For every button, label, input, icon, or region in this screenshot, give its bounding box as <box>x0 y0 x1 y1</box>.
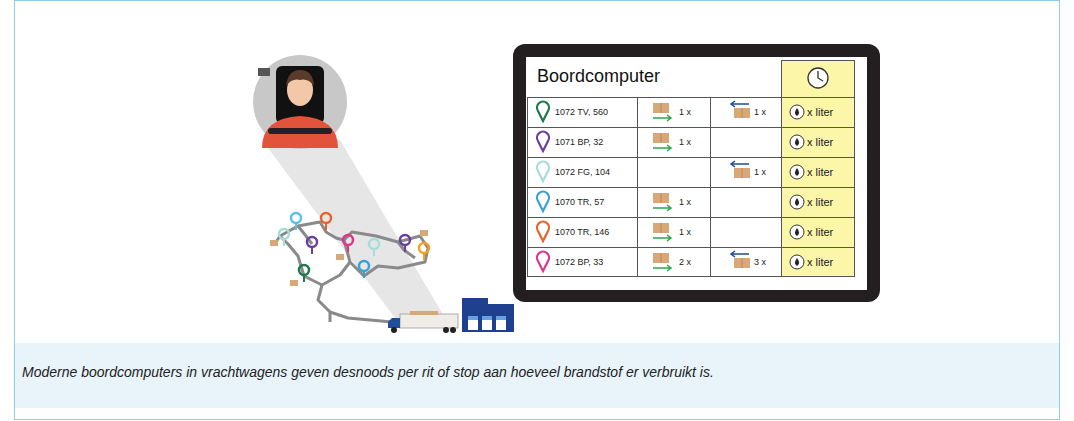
unload-box <box>653 193 669 203</box>
panel-title: Boordcomputer <box>537 66 660 87</box>
grid-line <box>527 127 855 128</box>
table-cell: x liter <box>807 136 833 148</box>
table-cell: x liter <box>807 256 833 268</box>
fuel-icon <box>790 135 804 149</box>
load-arrow <box>731 161 749 167</box>
fuel-drop <box>795 258 799 266</box>
table-cell: 1 x <box>679 137 691 147</box>
fuel-drop <box>795 228 799 236</box>
table-cell: x liter <box>807 196 833 208</box>
load-box <box>734 108 750 118</box>
location-pin <box>537 222 549 241</box>
load-box-seam <box>742 258 743 268</box>
unload-arrow <box>653 145 671 151</box>
fuel-drop <box>795 138 799 146</box>
table-cell: 1 x <box>754 167 766 177</box>
warehouse <box>462 298 514 332</box>
fuel-column <box>781 60 855 277</box>
load-arrow <box>731 251 749 257</box>
location-pin <box>537 162 549 181</box>
location-pin <box>537 102 549 121</box>
table-cell: 1070 TR, 57 <box>555 197 604 207</box>
unload-box <box>653 223 669 233</box>
table-cell: 1072 FG, 104 <box>555 167 610 177</box>
unload-box <box>653 133 669 143</box>
route-pins <box>279 200 429 282</box>
fuel-icon <box>790 165 804 179</box>
fuel-icon <box>790 105 804 119</box>
parcels <box>270 230 428 286</box>
table-cell: 1 x <box>679 197 691 207</box>
fuel-icon <box>790 225 804 239</box>
load-box-seam <box>742 168 743 178</box>
fuel-icon <box>790 195 804 209</box>
table-cell: 1071 BP, 32 <box>555 137 603 147</box>
frame <box>15 1 1060 420</box>
unload-box-seam <box>661 193 662 203</box>
unload-arrow <box>653 235 671 241</box>
driver-circle <box>253 55 347 149</box>
view-cone <box>262 140 445 318</box>
caption-band <box>15 343 1059 408</box>
fuel-drop <box>795 198 799 206</box>
table-cell: 1070 TR, 146 <box>555 227 609 237</box>
grid-line <box>710 97 711 277</box>
driver <box>258 66 338 148</box>
caption: Moderne boordcomputers in vrachtwagens g… <box>22 364 714 380</box>
grid-line <box>527 157 855 158</box>
load-box <box>734 258 750 268</box>
unload-arrow <box>653 205 671 211</box>
grid-line <box>637 97 638 277</box>
fuel-drop <box>795 168 799 176</box>
unload-arrow <box>653 265 671 271</box>
table-cell: 2 x <box>679 257 691 267</box>
grid-border <box>528 98 855 277</box>
computer-panel: Boordcomputer 1072 TV, 560 1 x 1 x x liter 10… <box>513 44 880 302</box>
table-cell: 1072 TV, 560 <box>555 107 608 117</box>
unload-arrow <box>653 115 671 121</box>
grid-line <box>527 187 855 188</box>
load-arrow <box>731 101 749 107</box>
location-pin <box>537 192 549 211</box>
grid-line <box>781 97 782 277</box>
table-cell: 1072 BP, 33 <box>555 257 603 267</box>
unload-box-seam <box>661 133 662 143</box>
table-cell: 1 x <box>679 107 691 117</box>
table-cell: x liter <box>807 166 833 178</box>
unload-box-seam <box>661 223 662 233</box>
unload-box-seam <box>661 253 662 263</box>
location-pin <box>537 252 549 271</box>
grid-line <box>527 247 855 248</box>
table-cell: x liter <box>807 106 833 118</box>
table-cell: x liter <box>807 226 833 238</box>
table-cell: 1 x <box>679 227 691 237</box>
table-cell: 3 x <box>754 257 766 267</box>
load-box-seam <box>742 108 743 118</box>
grid-line <box>527 217 855 218</box>
location-pin <box>537 132 549 151</box>
clock-hands <box>818 71 823 81</box>
grid-border <box>782 61 855 277</box>
road-network <box>276 222 428 322</box>
unload-box <box>653 253 669 263</box>
fuel-icon <box>790 255 804 269</box>
unload-box <box>653 103 669 113</box>
screen <box>526 57 867 290</box>
fuel-drop <box>795 108 799 116</box>
table-cell: 1 x <box>754 107 766 117</box>
load-box <box>734 168 750 178</box>
unload-box-seam <box>661 103 662 113</box>
truck <box>388 311 458 333</box>
clock-icon <box>808 68 828 88</box>
